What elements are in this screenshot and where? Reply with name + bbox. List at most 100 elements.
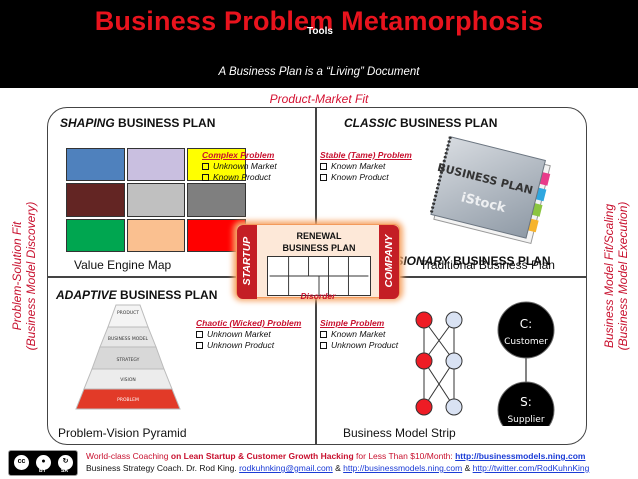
list-item: Unknown Product	[320, 340, 398, 351]
shaping-problem-list: Complex Problem Unknown Market Known Pro…	[202, 150, 277, 183]
strip-node-red	[415, 311, 433, 329]
pyramid-label-strategy: STRATEGY	[117, 357, 140, 363]
list-item: Unknown Market	[196, 329, 301, 340]
adaptive-title-rest: BUSINESS PLAN	[116, 288, 218, 302]
renewal-title: RENEWAL BUSINESS PLAN	[257, 230, 381, 254]
classic-problem-list: Stable (Tame) Problem Known Market Known…	[320, 150, 412, 183]
spiral-binding	[429, 136, 452, 215]
footer-text: World-class Coaching	[86, 451, 171, 461]
supplier-label: Supplier	[507, 415, 544, 425]
footer-email-link[interactable]: rodkuhnking@gmail.com	[239, 463, 333, 473]
adaptive-problem-list: Chaotic (Wicked) Problem Unknown Market …	[196, 318, 301, 351]
checkbox-icon	[320, 163, 327, 170]
list-item-text: Known Market	[331, 329, 386, 339]
right-axis-line1: Business Model Fit/Scaling	[602, 203, 616, 349]
left-axis-label: Problem-Solution Fit (Business Model Dis…	[10, 186, 38, 366]
cc-label-sa: SA	[61, 468, 68, 474]
value-engine-cell	[126, 148, 186, 182]
classic-title: CLASSIC BUSINESS PLAN	[344, 116, 497, 130]
supplier-node	[497, 381, 555, 426]
footer: cc ● ↻ BY SA World-class Coaching on Lea…	[0, 449, 638, 479]
footer-link[interactable]: http://twitter.com/RodKuhnKing	[472, 463, 590, 473]
shaping-title-rest: BUSINESS PLAN	[114, 116, 216, 130]
page-subtitle: A Business Plan is a “Living” Document	[218, 66, 420, 78]
list-item-text: Known Product	[331, 172, 389, 182]
list-item-text: Unknown Market	[213, 161, 277, 171]
list-item-text: Unknown Product	[331, 340, 399, 350]
list-item-text: Unknown Market	[207, 329, 271, 339]
disorder-label: Disorder	[300, 291, 336, 301]
list-item-text: Known Market	[331, 161, 386, 171]
classic-caption: Traditional Business Plan	[420, 258, 555, 272]
value-engine-cell	[126, 183, 186, 217]
company-band: COMPANY	[379, 225, 399, 299]
list-item-text: Unknown Product	[207, 340, 275, 350]
customer-letter: C:	[520, 317, 532, 331]
checkbox-icon	[196, 331, 203, 338]
classic-title-rest: BUSINESS PLAN	[396, 116, 498, 130]
business-plan-book-icon: BUSINESS PLAN iStock	[429, 136, 551, 245]
cc-icon: cc	[13, 454, 30, 471]
list-item: Known Product	[320, 172, 412, 183]
visionary-caption: Business Model Strip	[343, 426, 456, 440]
header-bar: Business Problem Metamorphosis Tools A B…	[0, 0, 638, 88]
value-engine-grid	[66, 148, 246, 252]
footer-link[interactable]: http://businessmodels.ning.com	[455, 451, 586, 461]
strip-node-red	[415, 352, 433, 370]
list-item: Unknown Market	[202, 161, 277, 172]
strip-node-red	[415, 398, 433, 416]
company-label: COMPANY	[383, 234, 395, 288]
left-axis-line2: (Business Model Discovery)	[24, 201, 38, 351]
pyramid-level-product	[107, 304, 149, 328]
share-alike-icon: ↻	[57, 454, 74, 471]
creative-commons-badge[interactable]: cc ● ↻ BY SA	[8, 450, 78, 476]
adaptive-title-em: ADAPTIVE	[56, 288, 117, 302]
shaping-caption: Value Engine Map	[74, 258, 172, 272]
visionary-problem-list: Simple Problem Known Market Unknown Prod…	[320, 318, 398, 351]
strip-node-light	[445, 352, 463, 370]
mini-canvas-grid	[267, 256, 371, 296]
pyramid-level-problem	[75, 388, 181, 410]
left-axis-line1: Problem-Solution Fit	[10, 221, 24, 331]
startup-band: STARTUP	[237, 225, 257, 299]
visionary-title-em: VISIONARY	[384, 254, 450, 268]
list-item: Known Market	[320, 161, 412, 172]
footer-line-2: Business Strategy Coach. Dr. Rod King. r…	[86, 463, 589, 473]
customer-label: Customer	[504, 337, 548, 347]
footer-link[interactable]: http://businessmodels.ning.com	[343, 463, 463, 473]
right-axis-line2: (Business Model Execution)	[616, 201, 630, 351]
footer-line-1: World-class Coaching on Lean Startup & C…	[86, 451, 585, 461]
value-engine-cell	[66, 218, 125, 252]
quadrant-frame	[47, 107, 587, 445]
checkbox-icon	[320, 342, 327, 349]
renewal-business-plan: STARTUP COMPANY RENEWAL BUSINESS PLAN	[236, 224, 400, 299]
footer-text: Business Strategy Coach. Dr. Rod King.	[86, 463, 240, 473]
value-engine-cell	[187, 183, 246, 217]
strip-connector	[423, 360, 455, 408]
supplier-letter: S:	[520, 395, 532, 409]
attribution-icon: ●	[35, 454, 52, 471]
adaptive-problem-heading: Chaotic (Wicked) Problem	[196, 318, 302, 328]
pyramid-label-problem: PROBLEM	[117, 397, 139, 403]
list-item: Known Market	[320, 329, 398, 340]
strip-node-light	[445, 398, 463, 416]
visionary-title-rest: BUSINESS PLAN	[449, 254, 551, 268]
business-model-strip: C: Customer S: Supplier	[415, 301, 555, 426]
pyramid-label-vision: VISION	[120, 377, 136, 383]
strip-node-light	[445, 311, 463, 329]
checkbox-icon	[196, 342, 203, 349]
classic-title-em: CLASSIC	[344, 116, 397, 130]
value-engine-cell	[66, 148, 125, 182]
page-title: Business Problem Metamorphosis	[94, 6, 544, 36]
list-item-text: Known Product	[213, 172, 271, 182]
value-engine-cell	[66, 183, 125, 217]
value-engine-cell	[187, 148, 246, 182]
footer-text: for Less Than $10/Month:	[353, 451, 456, 461]
visionary-problem-heading: Simple Problem	[320, 318, 385, 328]
adaptive-title: ADAPTIVE BUSINESS PLAN	[56, 288, 217, 302]
list-item: Known Product	[202, 172, 277, 183]
value-engine-cell	[126, 218, 186, 252]
renewal-title-line1: RENEWAL	[296, 231, 342, 241]
pyramid-label-product: PRODUCT	[117, 310, 139, 316]
shaping-problem-heading: Complex Problem	[202, 150, 275, 160]
